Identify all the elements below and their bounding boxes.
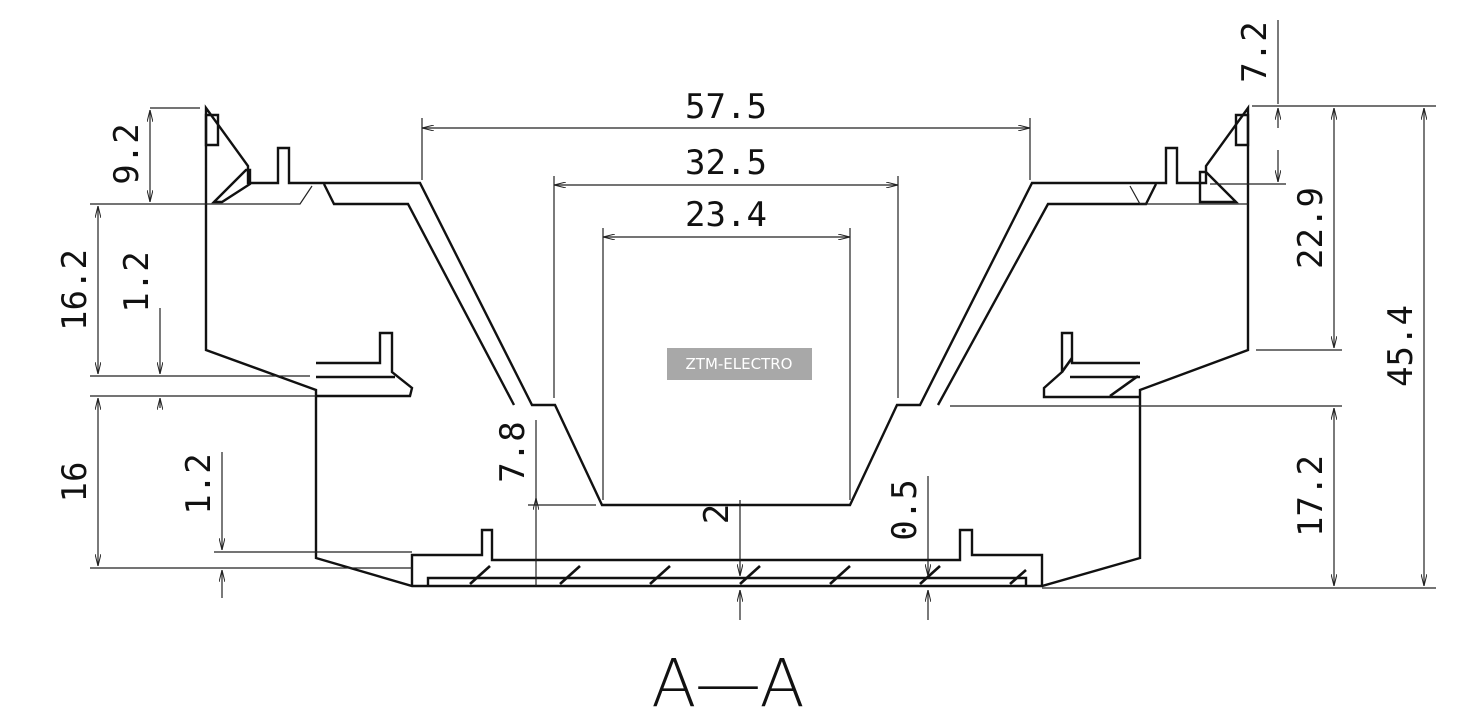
dimension-labels: 57.5 32.5 23.4 9.2 16.2 1.2 16 1.2 7.8 2… [55, 21, 1421, 540]
dim-channel-width: 23.4 [685, 195, 767, 235]
dim-channel-depth: 7.8 [493, 421, 533, 482]
dim-left-wall-thickness-upper: 1.2 [117, 251, 157, 312]
dim-base-gap: 0.5 [885, 479, 925, 540]
dim-top-inner-width: 32.5 [685, 143, 767, 183]
profile-outline [204, 104, 1250, 588]
dim-right-flange-height: 7.2 [1235, 21, 1275, 82]
dim-top-overall-width: 57.5 [685, 87, 767, 127]
dim-base-thickness: 2 [697, 504, 737, 524]
base-hatching [469, 357, 1139, 585]
dim-left-lower-height: 16 [55, 462, 95, 503]
dim-left-flange-height: 9.2 [107, 123, 147, 184]
dim-left-upper-height: 16.2 [55, 249, 95, 331]
dim-overall-height: 45.4 [1381, 305, 1421, 387]
watermark-text: ZTM-ELECTRO [686, 355, 793, 373]
dimension-lines [90, 20, 1436, 620]
dim-left-wall-thickness-lower: 1.2 [179, 453, 219, 514]
watermark: ZTM-ELECTRO [667, 348, 812, 380]
dim-right-upper-height: 22.9 [1291, 187, 1331, 269]
section-label: A—A [651, 645, 804, 722]
dim-right-lower-height: 17.2 [1291, 455, 1331, 537]
